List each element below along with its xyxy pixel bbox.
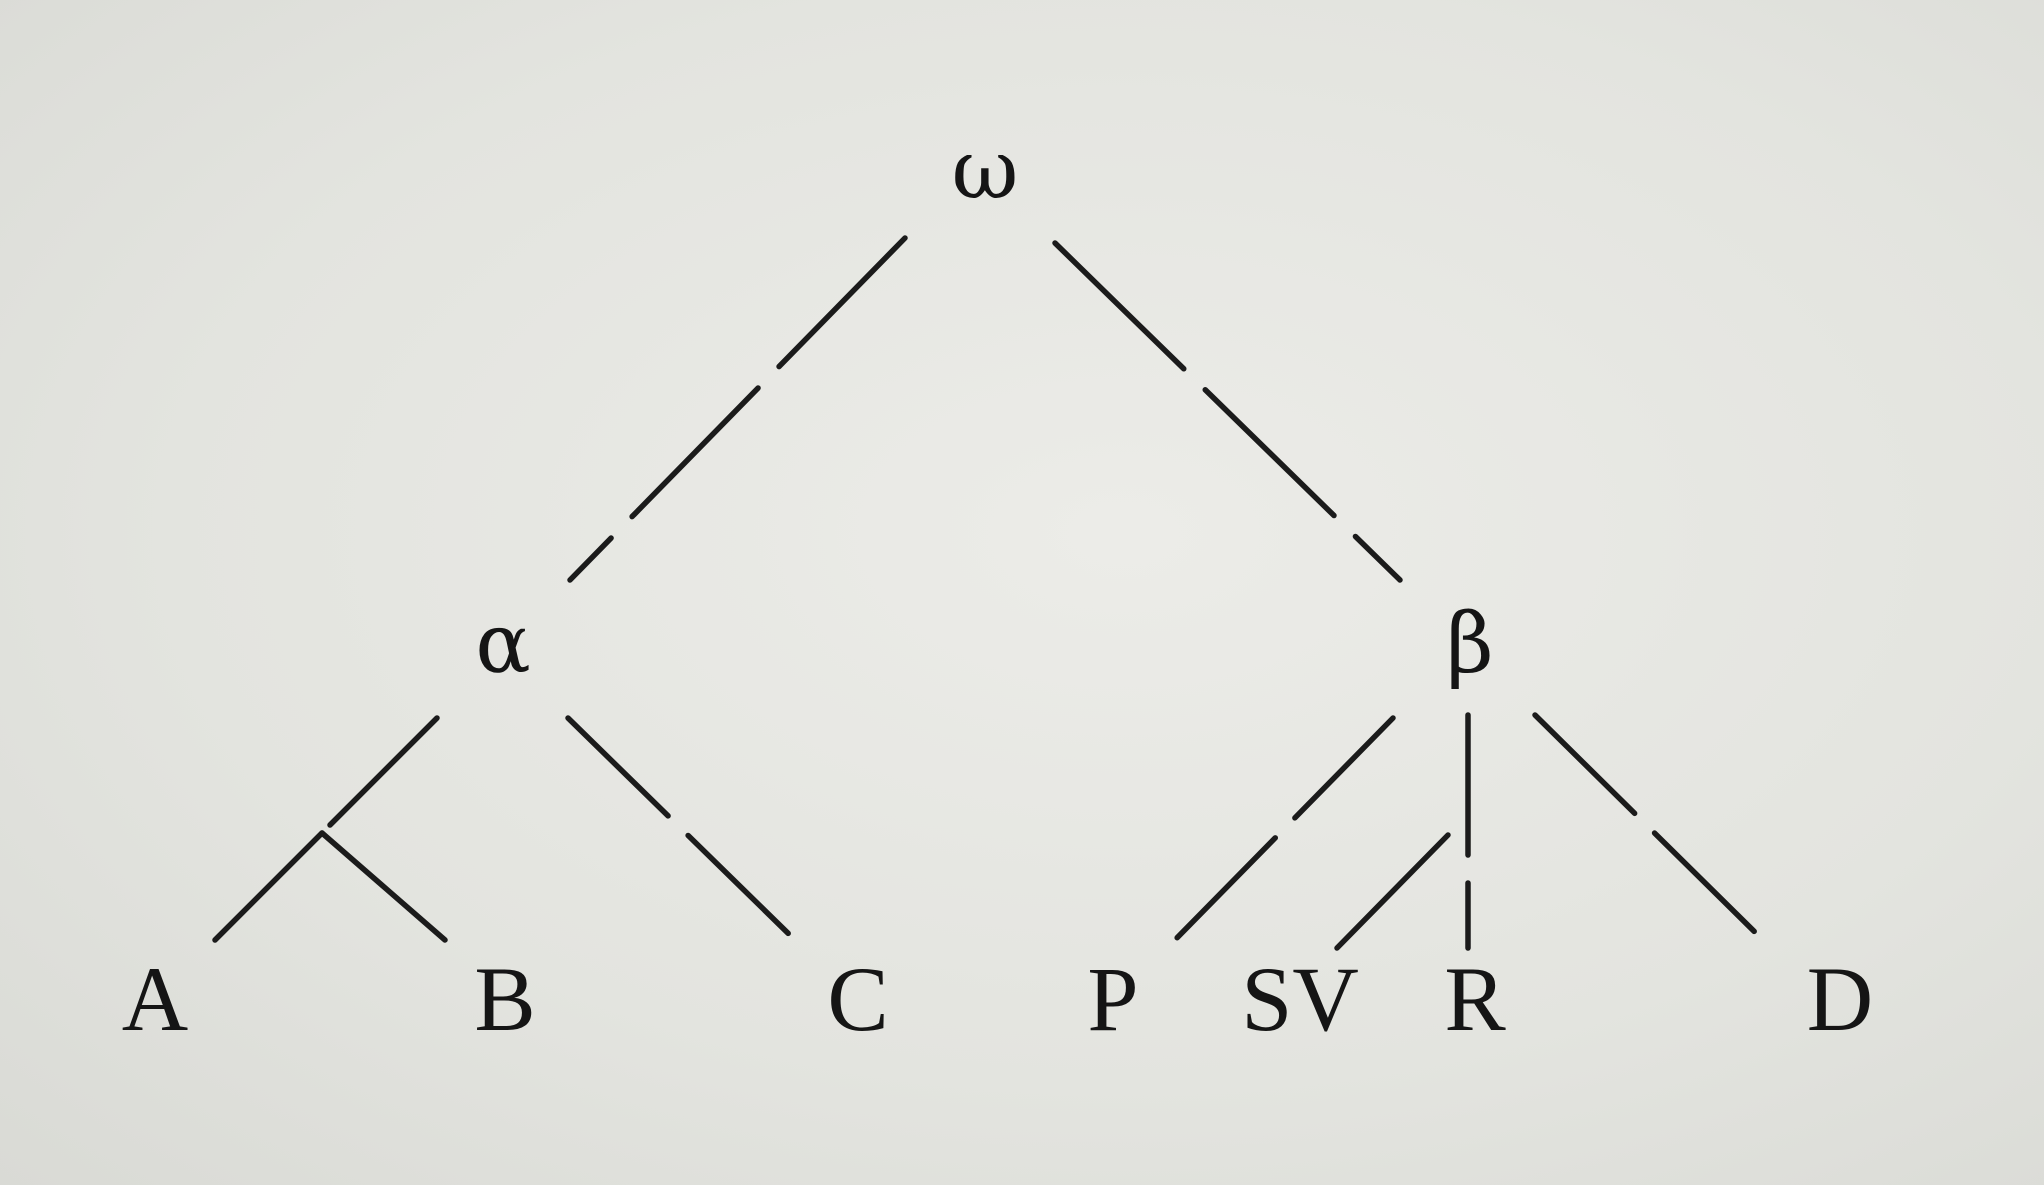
edge-beta-d xyxy=(1532,712,1771,948)
leaf-r: R xyxy=(1444,948,1506,1050)
leaf-c: C xyxy=(827,948,888,1050)
leaf-b: B xyxy=(474,948,535,1050)
node-omega: ω xyxy=(952,123,1019,218)
edge-alpha-c xyxy=(565,715,798,943)
leaf-d: D xyxy=(1807,948,1873,1050)
edge-alpha-ab xyxy=(327,715,440,828)
node-alpha: α xyxy=(475,597,530,692)
edge-beta-p xyxy=(1167,715,1396,948)
leaf-sv: SV xyxy=(1241,948,1359,1050)
node-beta: β xyxy=(1446,597,1493,692)
edge-omega-beta xyxy=(1052,240,1403,583)
edge-ab-a xyxy=(212,830,325,943)
edge-ab-b xyxy=(319,830,448,943)
leaf-a: A xyxy=(122,948,188,1050)
edge-beta-sv xyxy=(1334,832,1451,951)
leaf-p: P xyxy=(1087,948,1138,1050)
edge-omega-alpha xyxy=(567,235,908,583)
